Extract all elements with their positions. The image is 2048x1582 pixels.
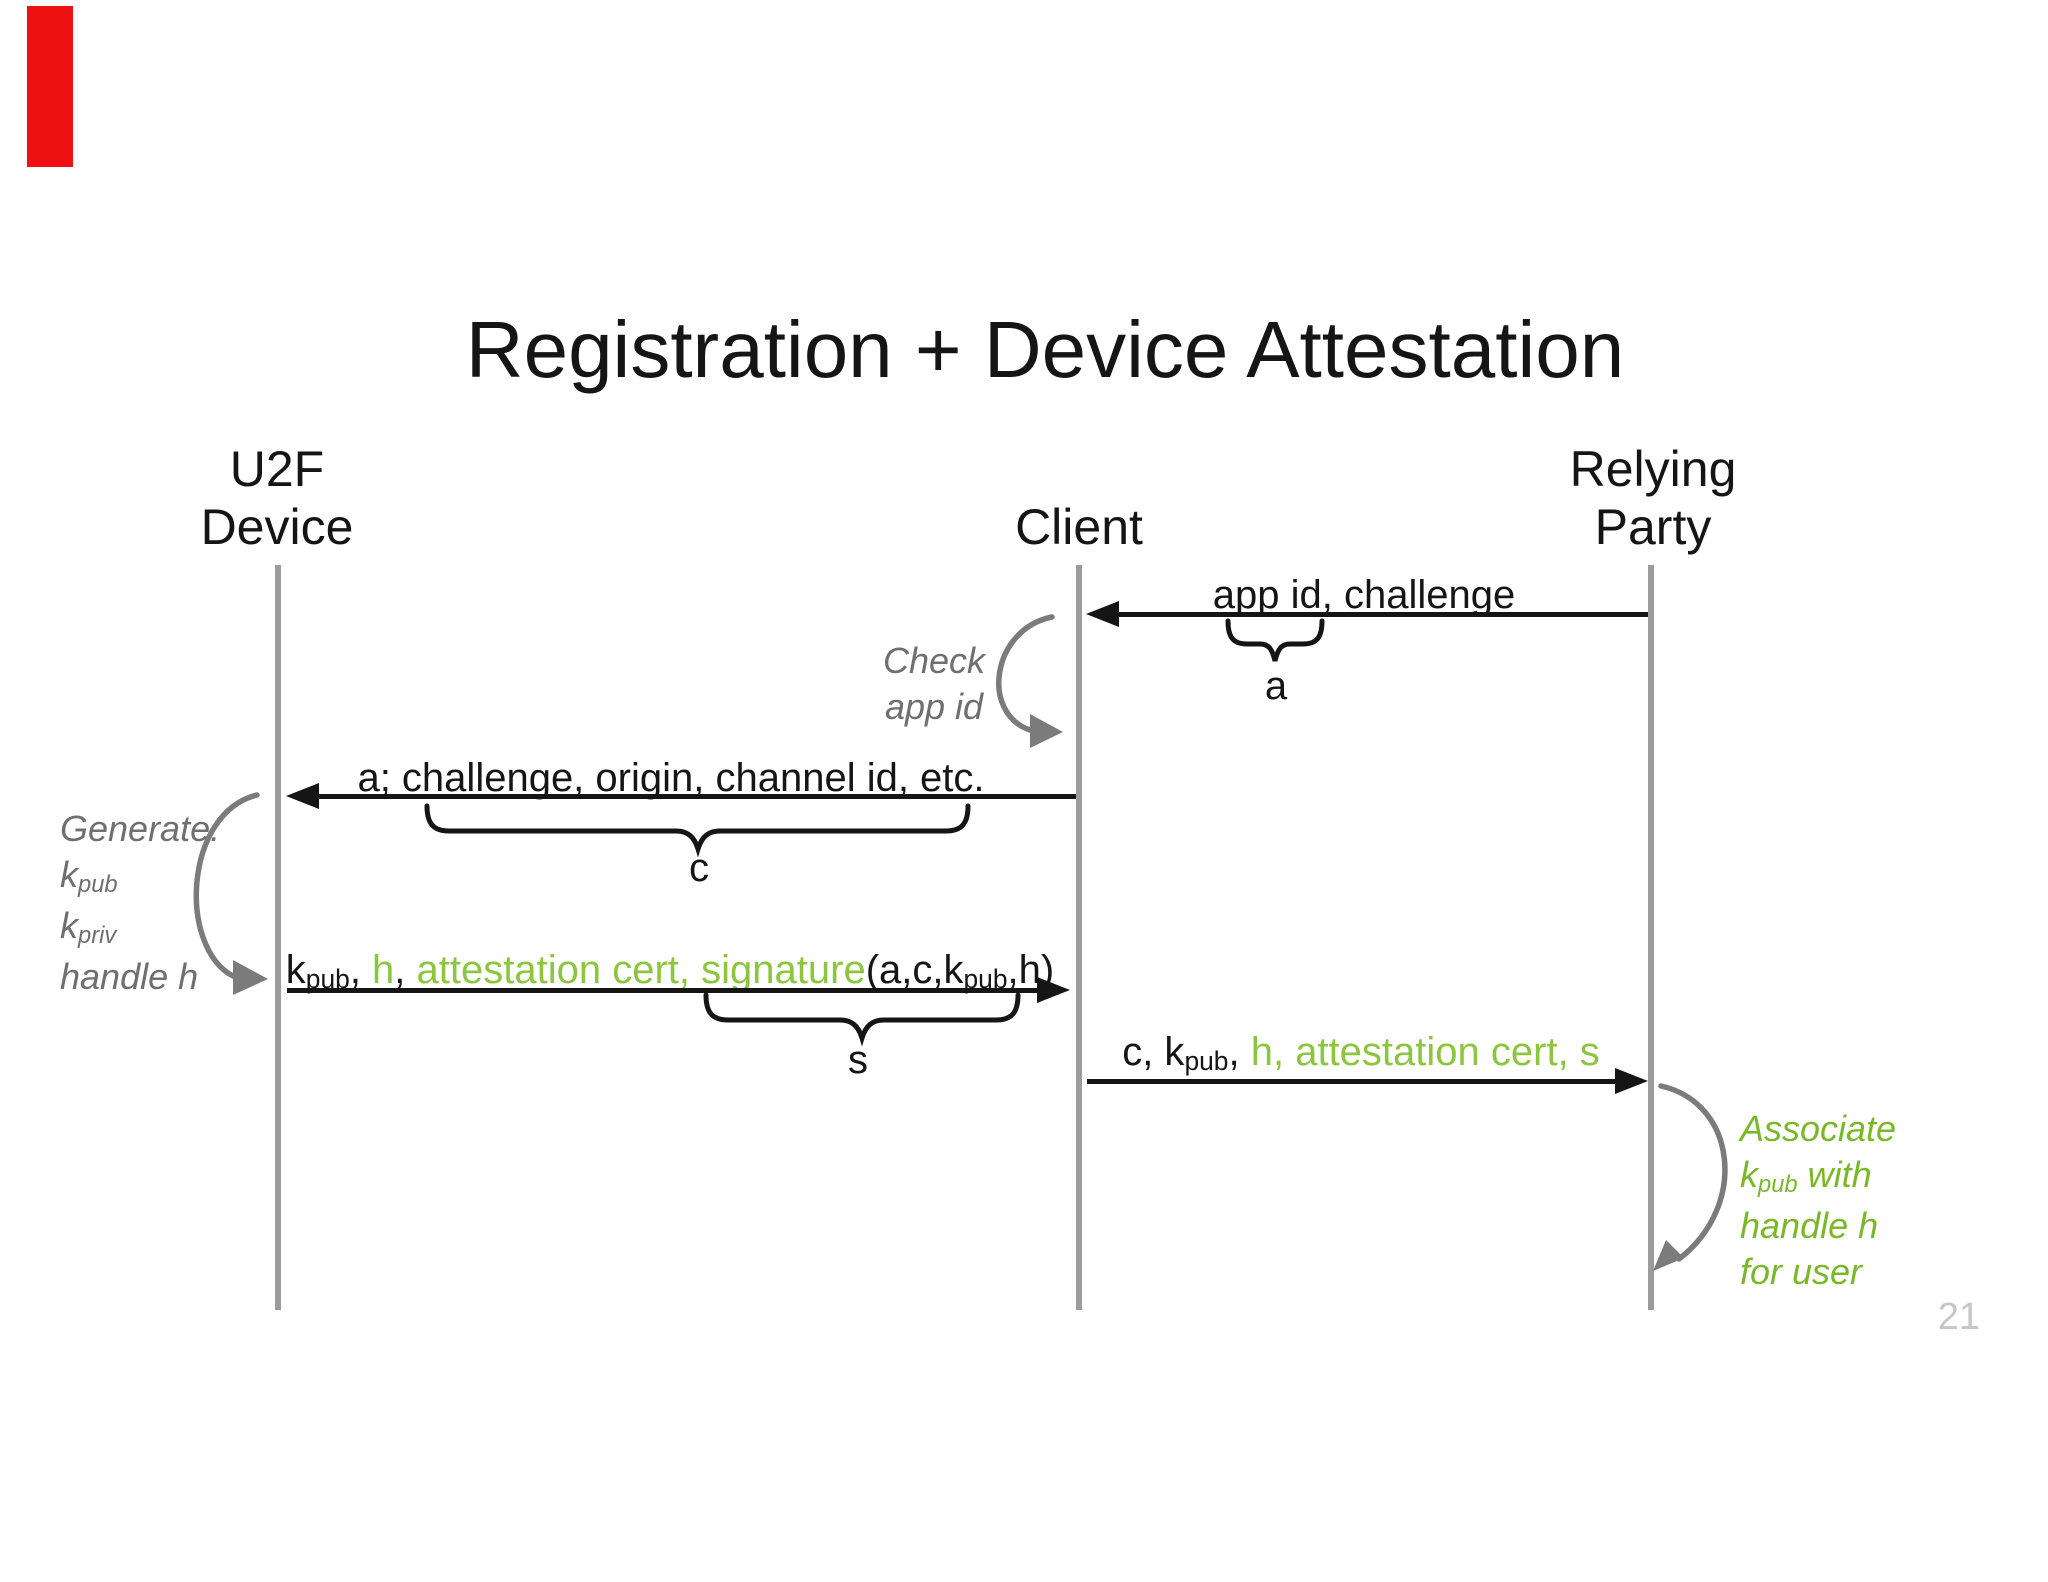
actor-client-line1: Client — [1015, 499, 1143, 555]
message-label-4: c, kpub, h, attestation cert, s — [1122, 1030, 1600, 1077]
message-label-3: kpub, h, attestation cert, signature(a,c… — [285, 948, 1055, 995]
red-marker-bar — [27, 6, 73, 167]
message-label-2: a; challenge, origin, channel id, etc. — [357, 756, 985, 800]
check-app-id-arrowhead-icon — [1030, 714, 1063, 748]
actor-u2f-line1: U2F — [229, 441, 325, 497]
lifeline-relying-party — [1648, 565, 1654, 1310]
generate-curved-arrow — [193, 792, 260, 979]
actor-relying-line2: Party — [1594, 499, 1712, 555]
message-arrow-1-head-icon — [1086, 601, 1119, 627]
actor-u2f-line2: Device — [200, 499, 354, 555]
underbrace-c — [424, 803, 971, 858]
lifeline-u2f-device — [275, 565, 281, 1310]
message-arrow-3-head-icon — [1037, 977, 1070, 1003]
message-arrow-2-head-icon — [286, 783, 319, 809]
check-app-id-curved-arrow — [996, 614, 1055, 733]
actor-label-u2f-device: U2F Device — [201, 440, 354, 556]
message-arrow-2-line — [314, 794, 1076, 799]
associate-curved-arrow — [1658, 1083, 1728, 1262]
page-number: 21 — [1937, 1296, 1980, 1338]
underbrace-s — [703, 992, 1021, 1047]
brace-label-s: s — [848, 1038, 868, 1082]
message-arrow-4-line — [1087, 1079, 1616, 1084]
actor-label-relying-party: Relying Party — [1570, 440, 1737, 556]
underbrace-a — [1225, 618, 1325, 662]
lifeline-client — [1076, 565, 1082, 1310]
message-label-1: app id, challenge — [1212, 573, 1516, 617]
actor-relying-line1: Relying — [1569, 441, 1737, 497]
slide-title: Registration + Device Attestation — [465, 305, 1625, 394]
message-arrow-4-head-icon — [1615, 1068, 1648, 1094]
message-arrow-1-line — [1114, 612, 1648, 617]
associate-arrowhead-icon — [1653, 1240, 1684, 1271]
brace-label-c: c — [689, 846, 709, 890]
actor-label-client: Client — [1015, 498, 1143, 556]
brace-label-a: a — [1264, 664, 1288, 708]
message-arrow-3-line — [287, 988, 1038, 993]
generate-arrowhead-icon — [233, 960, 268, 995]
